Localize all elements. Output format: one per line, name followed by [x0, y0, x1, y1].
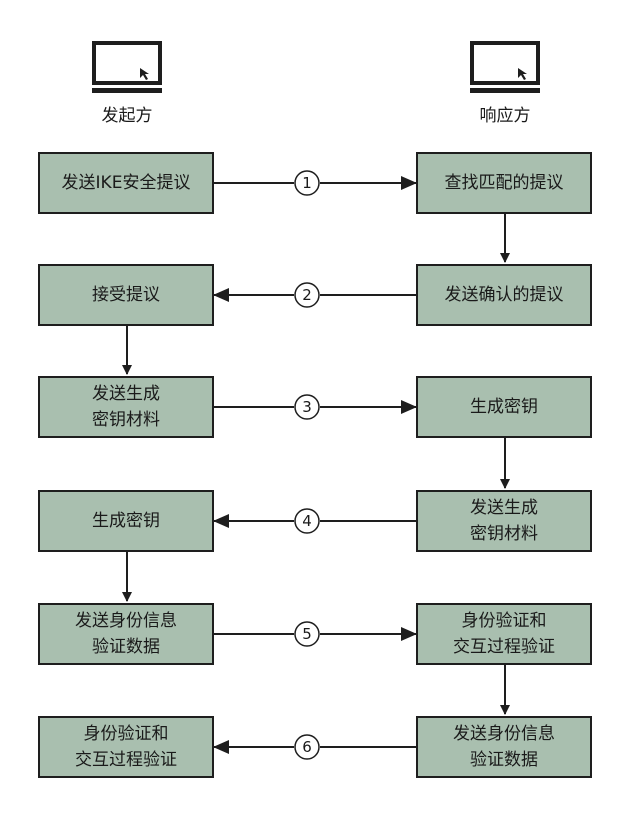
step-number-6: 6 — [302, 738, 312, 756]
initiator-step-4-box: 生成密钥 — [38, 490, 214, 552]
initiator-monitor-icon — [92, 41, 162, 93]
initiator-label: 发起方 — [101, 106, 153, 126]
step-circle-5 — [294, 621, 320, 647]
step-number-2: 2 — [302, 286, 312, 304]
step-circle-3 — [294, 394, 320, 420]
step-number-1: 1 — [302, 174, 312, 192]
initiator-step-3-box: 发送生成 密钥材料 — [38, 376, 214, 438]
step-number-5: 5 — [302, 625, 312, 643]
step-circle-6 — [294, 734, 320, 760]
responder-step-3-box: 生成密钥 — [416, 376, 592, 438]
responder-step-4-box: 发送生成 密钥材料 — [416, 490, 592, 552]
step-circle-1 — [294, 170, 320, 196]
responder-label: 响应方 — [479, 106, 531, 126]
initiator-step-6-box: 身份验证和 交互过程验证 — [38, 716, 214, 778]
responder-step-2-box: 发送确认的提议 — [416, 264, 592, 326]
responder-step-1-box: 查找匹配的提议 — [416, 152, 592, 214]
step-number-3: 3 — [302, 398, 312, 416]
initiator-step-2-box: 接受提议 — [38, 264, 214, 326]
initiator-step-1-box: 发送IKE安全提议 — [38, 152, 214, 214]
responder-step-5-box: 身份验证和 交互过程验证 — [416, 603, 592, 665]
initiator-step-5-box: 发送身份信息 验证数据 — [38, 603, 214, 665]
responder-step-6-box: 发送身份信息 验证数据 — [416, 716, 592, 778]
step-number-4: 4 — [302, 512, 312, 530]
step-circle-2 — [294, 282, 320, 308]
responder-monitor-icon — [470, 41, 540, 93]
step-circle-4 — [294, 508, 320, 534]
